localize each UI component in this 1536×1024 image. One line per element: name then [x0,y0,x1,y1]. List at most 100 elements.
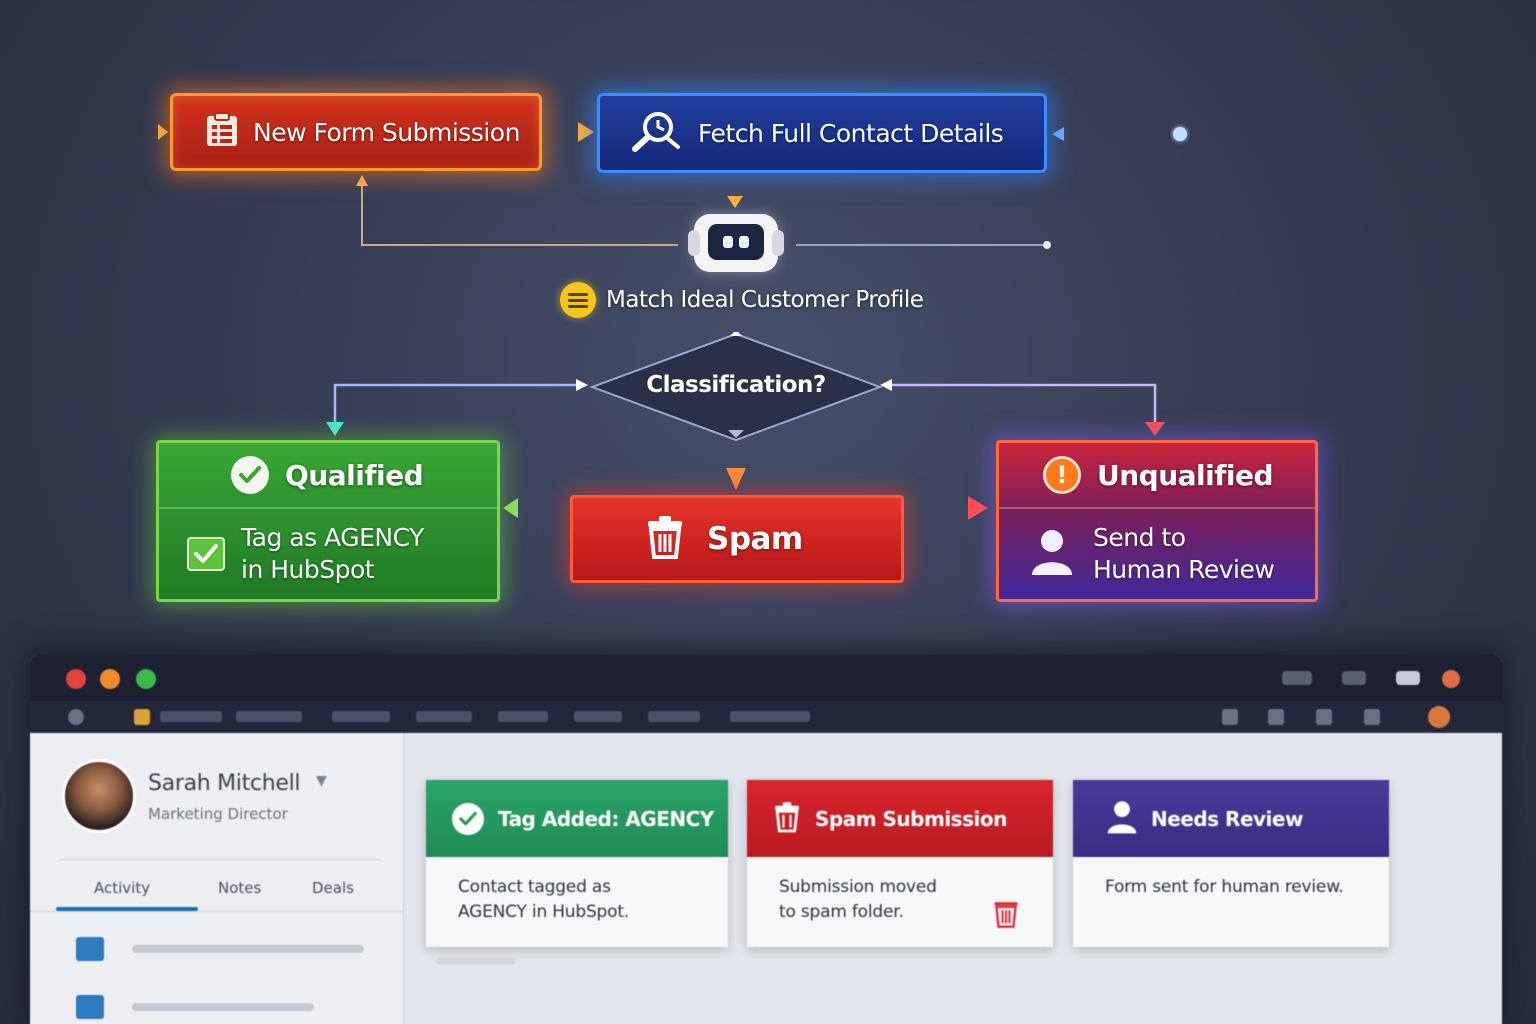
avatar[interactable] [62,759,136,833]
arrow-into-fetch-right [1052,127,1064,141]
robot-eye-left [723,236,733,248]
decision-label: Classification? [646,372,826,398]
edit-icon[interactable] [1268,709,1284,725]
window-close-button[interactable] [66,669,86,689]
arrow-into-fetch [578,122,594,142]
activity-item-placeholder[interactable] [132,1003,314,1011]
qualified-header: Qualified [159,443,497,509]
arrow-into-spam [726,468,746,490]
content-placeholder [436,957,516,965]
activity-item-icon[interactable] [76,937,104,961]
notification-title: Spam Submission [815,806,1007,831]
profile-avatar-icon[interactable] [1428,706,1450,728]
app-titlebar [30,655,1502,701]
robot-icon[interactable] [688,214,784,272]
icp-label: Match Ideal Customer Profile [606,287,924,313]
window-maximize-button[interactable] [136,669,156,689]
classification-decision[interactable]: Classification? [588,332,884,442]
arrow-loop-back [356,175,368,186]
check-circle-icon [231,456,269,494]
active-tab-indicator [56,907,198,911]
magnifier-icon [630,109,682,157]
notification-header: Spam Submission [747,780,1053,857]
breadcrumb-item[interactable] [648,711,700,722]
clipboard-icon [205,112,239,152]
back-icon[interactable] [68,709,84,725]
app-navbar [30,701,1502,733]
signal-dot [1173,127,1187,141]
spam-branch-card[interactable]: Spam [570,495,904,583]
unqualified-action-line-1: Send to [1093,523,1186,552]
spam-title: Spam [707,521,803,557]
checkbox-icon [187,537,225,571]
to-unqualified-line [892,383,1157,422]
notification-body-line: Form sent for human review. [1105,877,1344,897]
notification-body-line: AGENCY in HubSpot. [458,902,630,922]
unqualified-action: Send to Human Review [999,509,1315,599]
activity-item-placeholder[interactable] [132,945,364,953]
notification-card-needs-review[interactable]: Needs Review Form sent for human review. [1073,780,1389,947]
arrow-into-unqualified-side [968,496,988,520]
alert-icon: ! [1043,456,1081,494]
breadcrumb-item[interactable] [236,711,302,722]
qualified-action-line-2: in HubSpot [241,555,375,584]
toolbar-control[interactable] [1342,671,1366,685]
qualified-title: Qualified [285,458,424,492]
tab-notes[interactable]: Notes [218,879,262,897]
unqualified-header: ! Unqualified [999,443,1315,509]
smiley-icon [560,282,596,318]
chevron-down-icon[interactable]: ▼ [316,773,327,789]
trash-icon [645,515,685,563]
agent-right-dot [1043,241,1051,249]
unqualified-title: Unqualified [1097,458,1274,492]
notification-body: Form sent for human review. [1073,857,1389,900]
bell-icon[interactable] [1316,709,1332,725]
arrow-into-qualified [326,422,344,436]
arrow-left-from-decision [576,379,588,391]
activity-item-icon[interactable] [76,995,104,1019]
trigger-node-new-form-submission[interactable]: New Form Submission [170,93,542,171]
toolbar-control[interactable] [1282,671,1312,685]
arrow-right-from-decision [880,379,892,391]
notification-body-line: to spam folder. [779,902,904,922]
loop-back-line [361,184,678,246]
tab-activity[interactable]: Activity [94,879,151,897]
qualified-branch-card[interactable]: Qualified Tag as AGENCY in HubSpot [156,440,500,602]
notification-card-tag-added[interactable]: Tag Added: AGENCY Contact tagged as AGEN… [426,780,728,947]
robot-ear-right [772,230,784,256]
breadcrumb-item[interactable] [574,711,622,722]
notification-title: Needs Review [1151,806,1303,831]
arrow-into-qualified-side [503,498,518,518]
notification-body-line: Contact tagged as [458,877,611,897]
breadcrumb-item[interactable] [730,711,810,722]
to-qualified-line [333,383,578,422]
trash-icon[interactable] [991,898,1021,932]
notification-body: Submission moved to spam folder. [747,857,1053,925]
icp-match-step[interactable]: Match Ideal Customer Profile [560,282,924,318]
notification-indicator[interactable] [1442,670,1460,688]
window-minimize-button[interactable] [100,669,120,689]
unqualified-action-line-2: Human Review [1093,555,1275,584]
arrow-into-trigger [158,124,168,140]
fetch-contact-details-node[interactable]: Fetch Full Contact Details [597,93,1047,173]
user-icon [1031,528,1073,580]
breadcrumb-item[interactable] [416,711,472,722]
tab-deals[interactable]: Deals [312,879,354,897]
breadcrumb-item[interactable] [332,711,390,722]
breadcrumb-item[interactable] [160,711,222,722]
gear-icon[interactable] [1364,709,1380,725]
robot-eye-right [739,236,749,248]
notification-card-spam[interactable]: Spam Submission Submission moved to spam… [747,780,1053,947]
folder-icon[interactable] [134,709,150,725]
unqualified-branch-card[interactable]: ! Unqualified Send to Human Review [996,440,1318,602]
notification-header: Needs Review [1073,780,1389,857]
toolbar-control[interactable] [1396,671,1420,685]
breadcrumb-item[interactable] [498,711,548,722]
contact-name[interactable]: Sarah Mitchell [148,771,301,796]
trash-icon [773,801,801,837]
grid-icon[interactable] [1222,709,1238,725]
arrow-into-agent [727,196,743,208]
notification-body-line: Submission moved [779,877,937,897]
decision-diamond-shape [589,332,883,442]
